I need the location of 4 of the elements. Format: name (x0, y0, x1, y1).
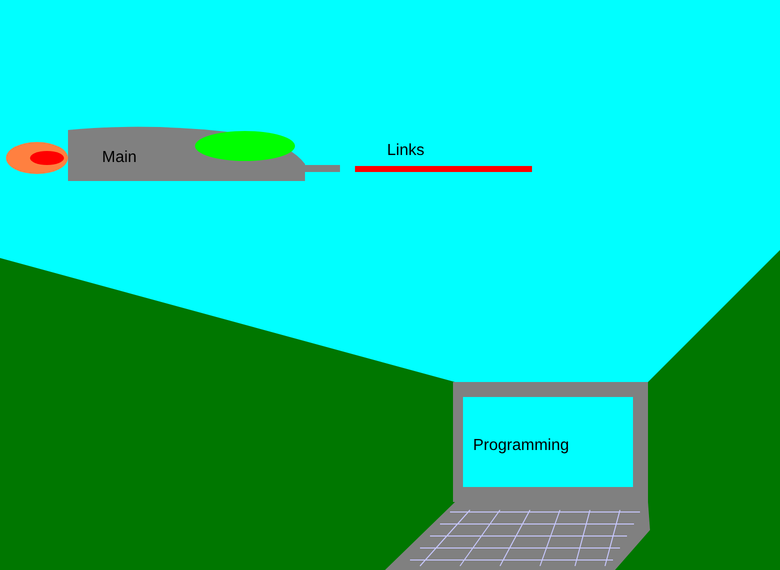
link-label: Links (387, 142, 424, 160)
screen-label: Programming (473, 437, 570, 455)
laptop-screen (453, 382, 648, 502)
ship-label: Main (102, 149, 137, 167)
